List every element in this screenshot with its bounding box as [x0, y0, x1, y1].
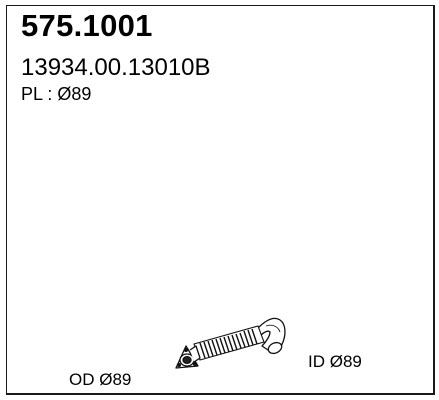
- elbow-outlet: [257, 317, 286, 355]
- corrugated-section: [193, 325, 265, 361]
- pl-diameter-spec: PL : Ø89: [21, 84, 92, 104]
- outer-diameter-label: OD Ø89: [69, 370, 132, 389]
- part-number: 575.1001: [21, 8, 153, 43]
- product-card: 575.1001 13934.00.13010B PL : Ø89: [6, 5, 435, 395]
- flexible-exhaust-pipe-icon: [175, 317, 286, 369]
- inner-diameter-label: ID Ø89: [308, 352, 362, 371]
- reference-number: 13934.00.13010B: [21, 54, 211, 81]
- inlet-flange: [175, 345, 201, 369]
